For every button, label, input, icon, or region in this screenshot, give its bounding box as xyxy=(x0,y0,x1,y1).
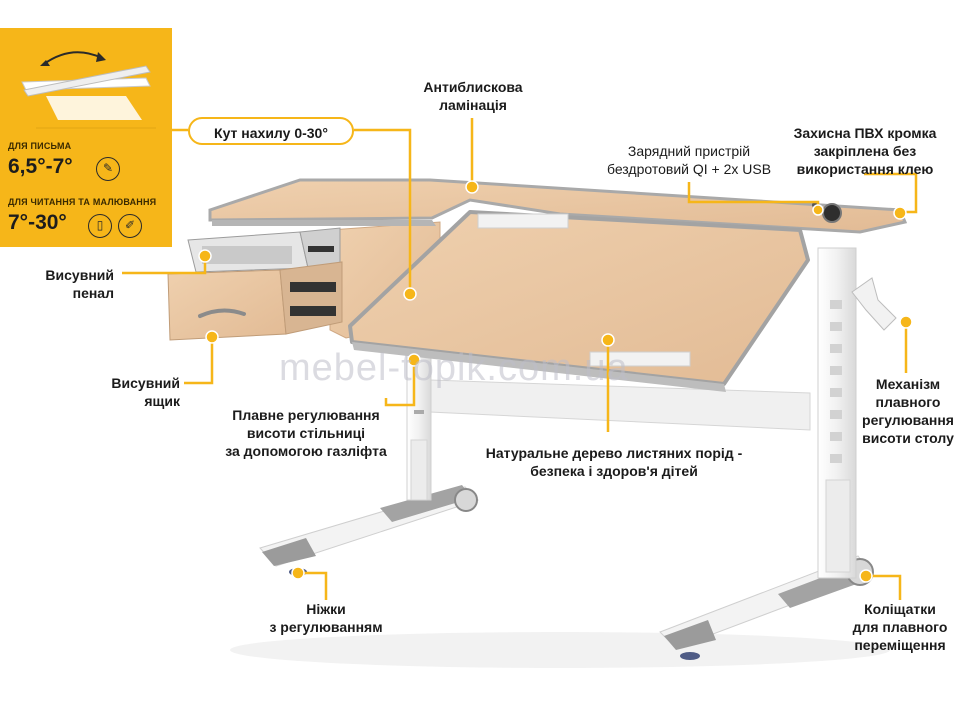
right-leg xyxy=(817,247,897,579)
drawer xyxy=(167,261,343,341)
pencil-icon: ✎ xyxy=(96,157,120,181)
floor-shadow xyxy=(230,632,890,668)
left-wheel xyxy=(454,488,478,512)
writing-caption: ДЛЯ ПИСЬМА xyxy=(8,141,72,151)
book-icon: ▯ xyxy=(88,214,112,238)
reading-caption: ДЛЯ ЧИТАННЯ ТА МАЛЮВАННЯ xyxy=(8,197,157,207)
reading-value: 7°-30° xyxy=(8,211,67,234)
watermark: mebel-topik.com.ua xyxy=(279,347,629,389)
back-tabletop xyxy=(208,178,908,234)
callout-dots xyxy=(198,180,913,583)
tilt-angle-label: Кут нахилу 0-30° xyxy=(188,117,354,145)
natural-wood-label: Натуральне дерево листяних порід -безпек… xyxy=(485,445,743,479)
left-leg xyxy=(406,354,432,501)
writing-value: 6,5°-7° xyxy=(8,155,73,178)
crank-handle xyxy=(851,277,897,331)
tilt-modes-panel: ДЛЯ ПИСЬМА 6,5°-7° ✎ ДЛЯ ЧИТАННЯ ТА МАЛЮ… xyxy=(0,28,172,247)
tilt-diagram-icon xyxy=(21,51,156,129)
tilting-tabletop xyxy=(348,210,810,392)
pencil-case xyxy=(187,227,341,273)
left-foot xyxy=(259,485,479,576)
brush-icon: ✐ xyxy=(118,214,142,238)
wireless-charger xyxy=(822,203,842,223)
